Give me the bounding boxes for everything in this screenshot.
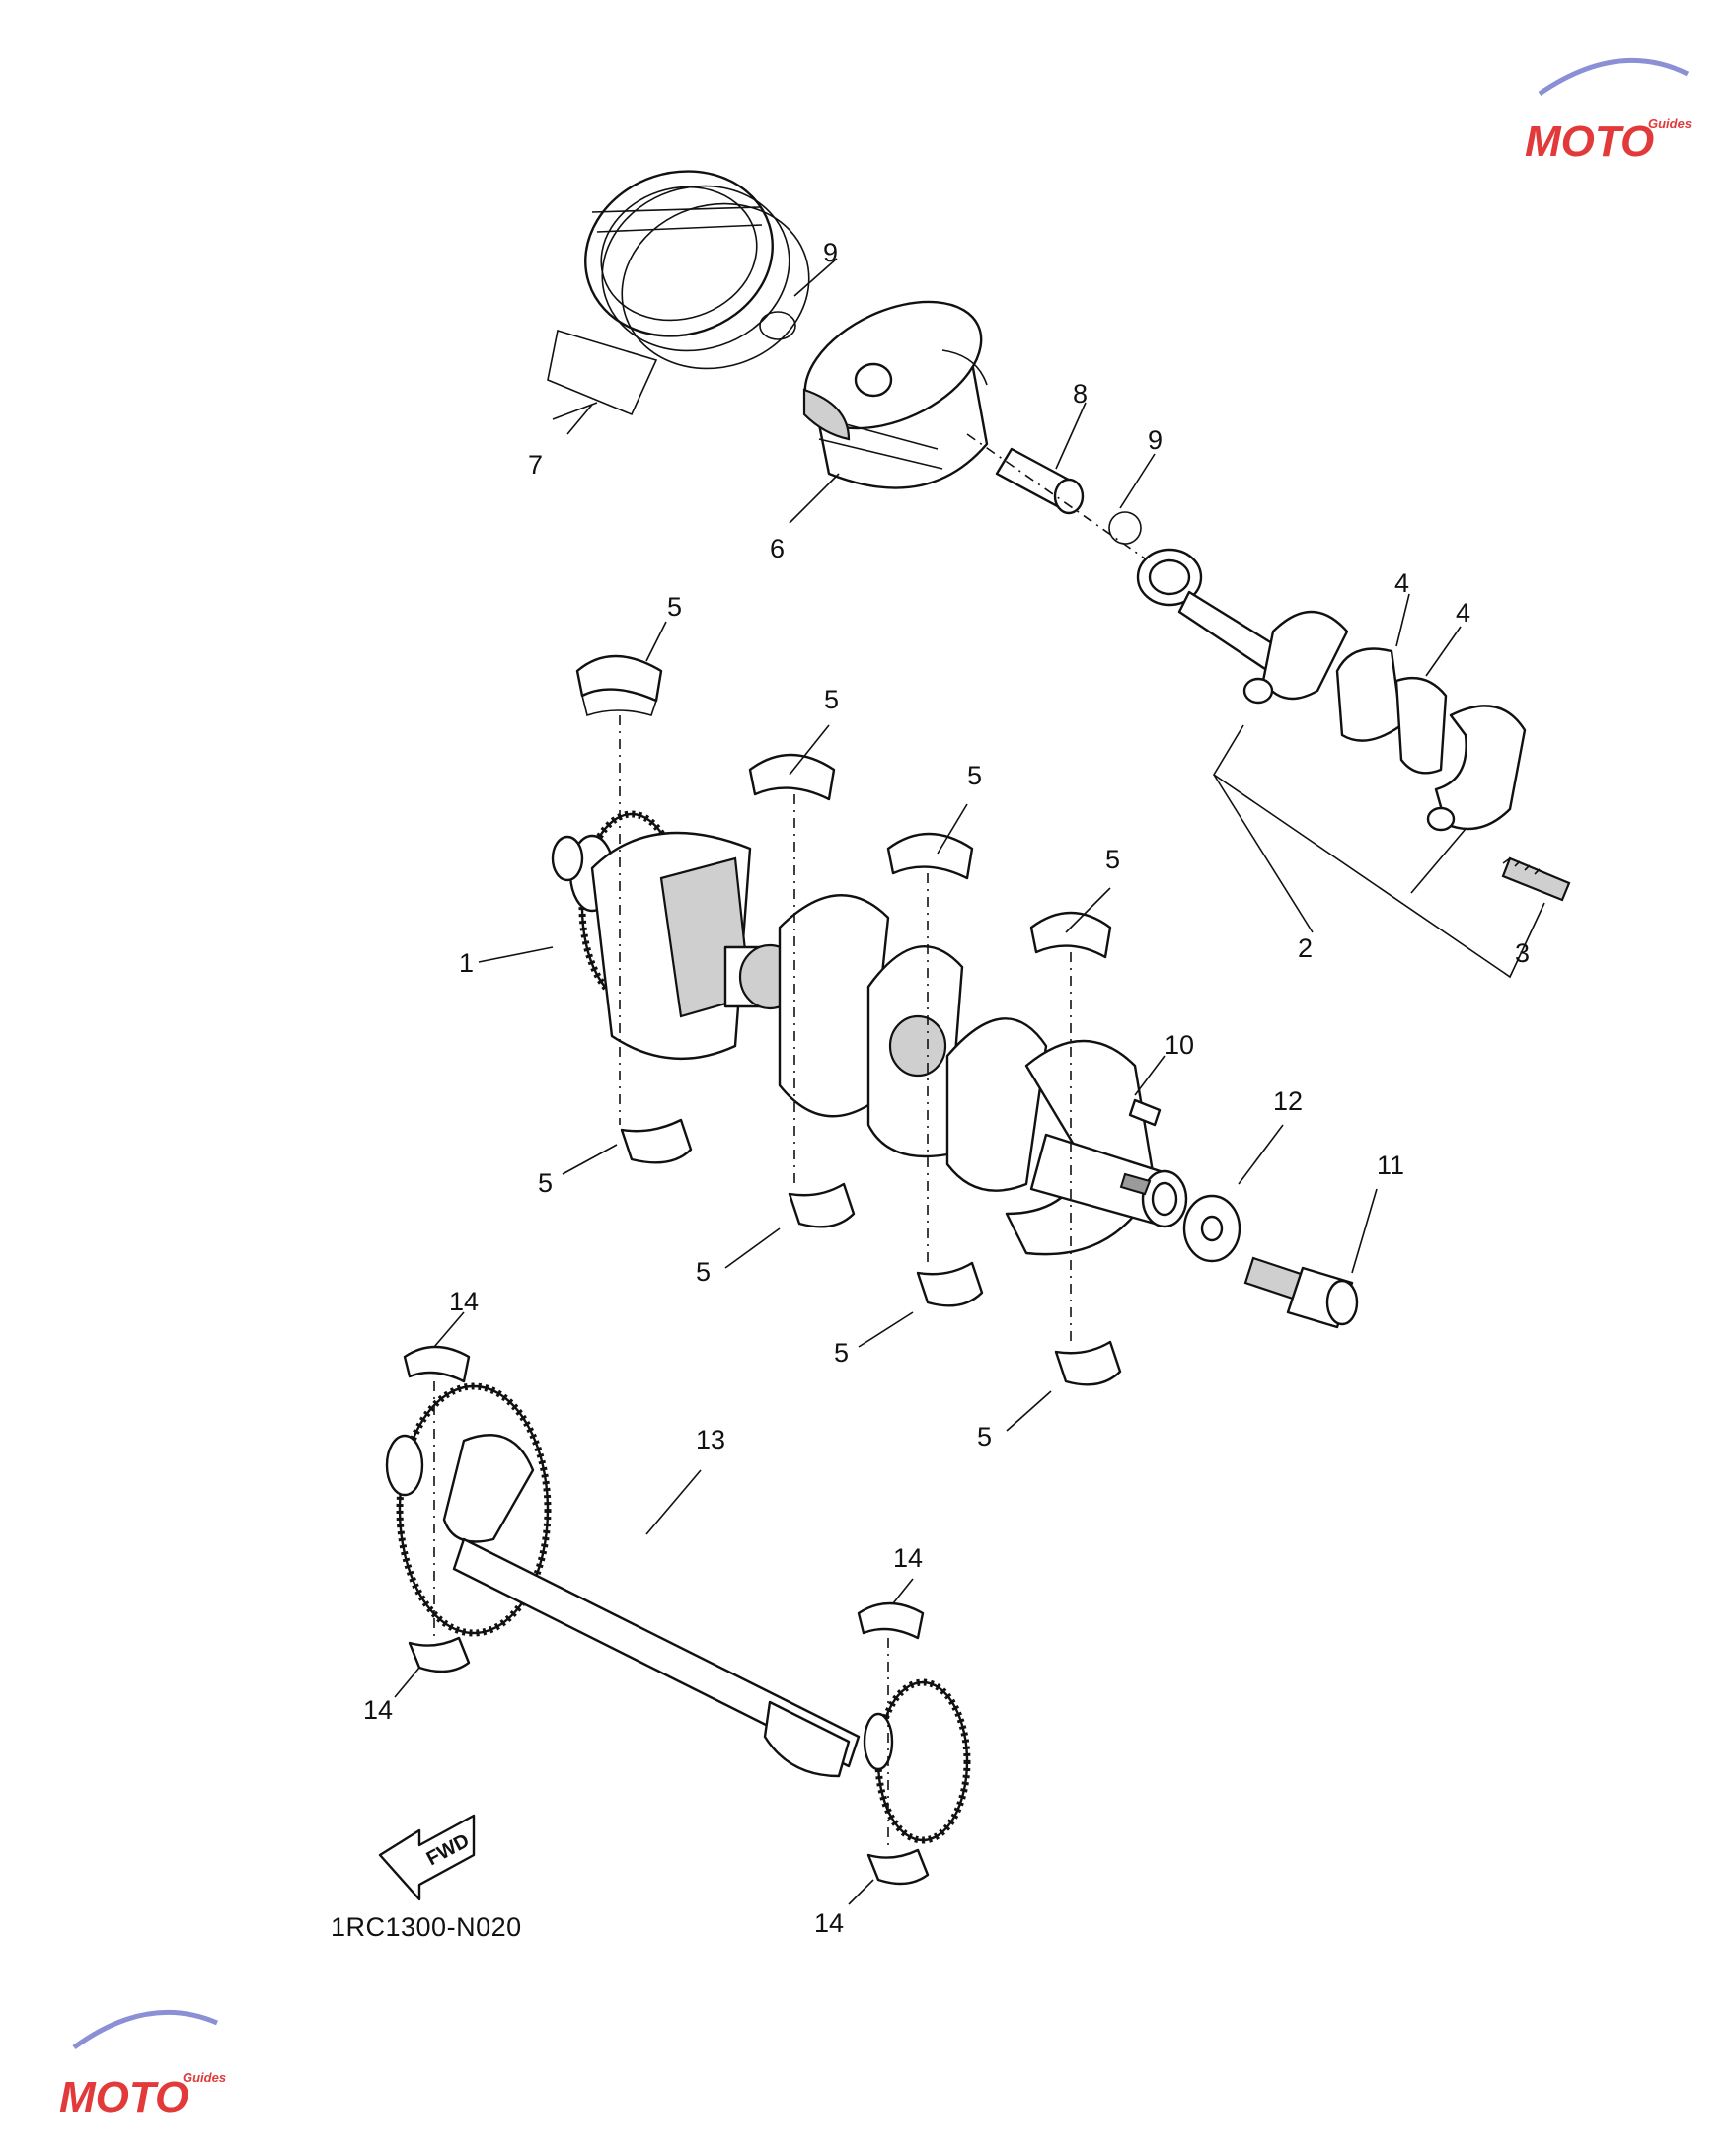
callout-5: 5: [967, 761, 982, 790]
svg-text:MOTO: MOTO: [1525, 117, 1654, 166]
callout-9: 9: [823, 238, 838, 267]
big-end-bearing-lower: [1394, 676, 1448, 775]
callout-13: 13: [696, 1425, 725, 1454]
callout-14: 14: [814, 1908, 844, 1938]
diagram-code: 1RC1300-N020: [331, 1912, 522, 1942]
circlip: [759, 311, 796, 340]
callout-14: 14: [363, 1695, 393, 1725]
watermark-top-right: MOTO Guides: [1525, 57, 1692, 166]
piston-rings: [584, 170, 810, 370]
callout-5: 5: [667, 592, 682, 622]
woodruff-key: [1128, 1098, 1162, 1127]
fwd-arrow: FWD: [378, 1814, 476, 1901]
big-end-bearing-upper: [1335, 647, 1403, 742]
callout-4: 4: [1456, 598, 1470, 628]
callout-14: 14: [893, 1543, 923, 1573]
callout-3: 3: [1515, 938, 1530, 968]
leader-lines: [394, 258, 1545, 1905]
connecting-rod-cap: [1426, 705, 1527, 832]
callout-5: 5: [977, 1422, 992, 1451]
svg-text:Guides: Guides: [1648, 116, 1692, 131]
callout-10: 10: [1165, 1030, 1194, 1060]
svg-text:Guides: Guides: [183, 2070, 226, 2085]
callout-4: 4: [1394, 568, 1409, 598]
watermark-bottom-left: MOTO Guides: [59, 2009, 226, 2121]
callout-14: 14: [449, 1287, 479, 1316]
callout-6: 6: [770, 534, 785, 563]
cap-bolt: [1501, 856, 1571, 902]
callout-5: 5: [696, 1257, 711, 1287]
callout-11: 11: [1377, 1151, 1404, 1180]
callout-5: 5: [1105, 845, 1120, 874]
connecting-rod: [1136, 548, 1349, 705]
callout-2: 2: [1298, 933, 1313, 963]
callout-7: 7: [528, 450, 543, 480]
svg-text:MOTO: MOTO: [59, 2073, 188, 2121]
callout-12: 12: [1273, 1086, 1303, 1116]
piston-pin: [995, 447, 1085, 515]
callout-5: 5: [834, 1338, 849, 1368]
circlip: [1108, 511, 1142, 545]
piston: [802, 300, 989, 489]
washer: [1182, 1194, 1241, 1263]
main-bearings: [575, 654, 1122, 1386]
callout-5: 5: [824, 685, 839, 714]
callout-1: 1: [459, 948, 474, 978]
callout-5: 5: [538, 1168, 553, 1198]
balancer-shaft: [385, 1382, 971, 1844]
callout-labels: 7 6 9 8 9 4 4 2 3 1 5 5 5 5 5 5 5 5 10 1…: [363, 238, 1530, 1938]
callout-8: 8: [1073, 379, 1088, 409]
callout-9: 9: [1148, 425, 1163, 455]
crankshaft: [551, 810, 1188, 1256]
balancer-bearings: [403, 1345, 930, 1886]
crank-bolt: [1243, 1256, 1359, 1329]
